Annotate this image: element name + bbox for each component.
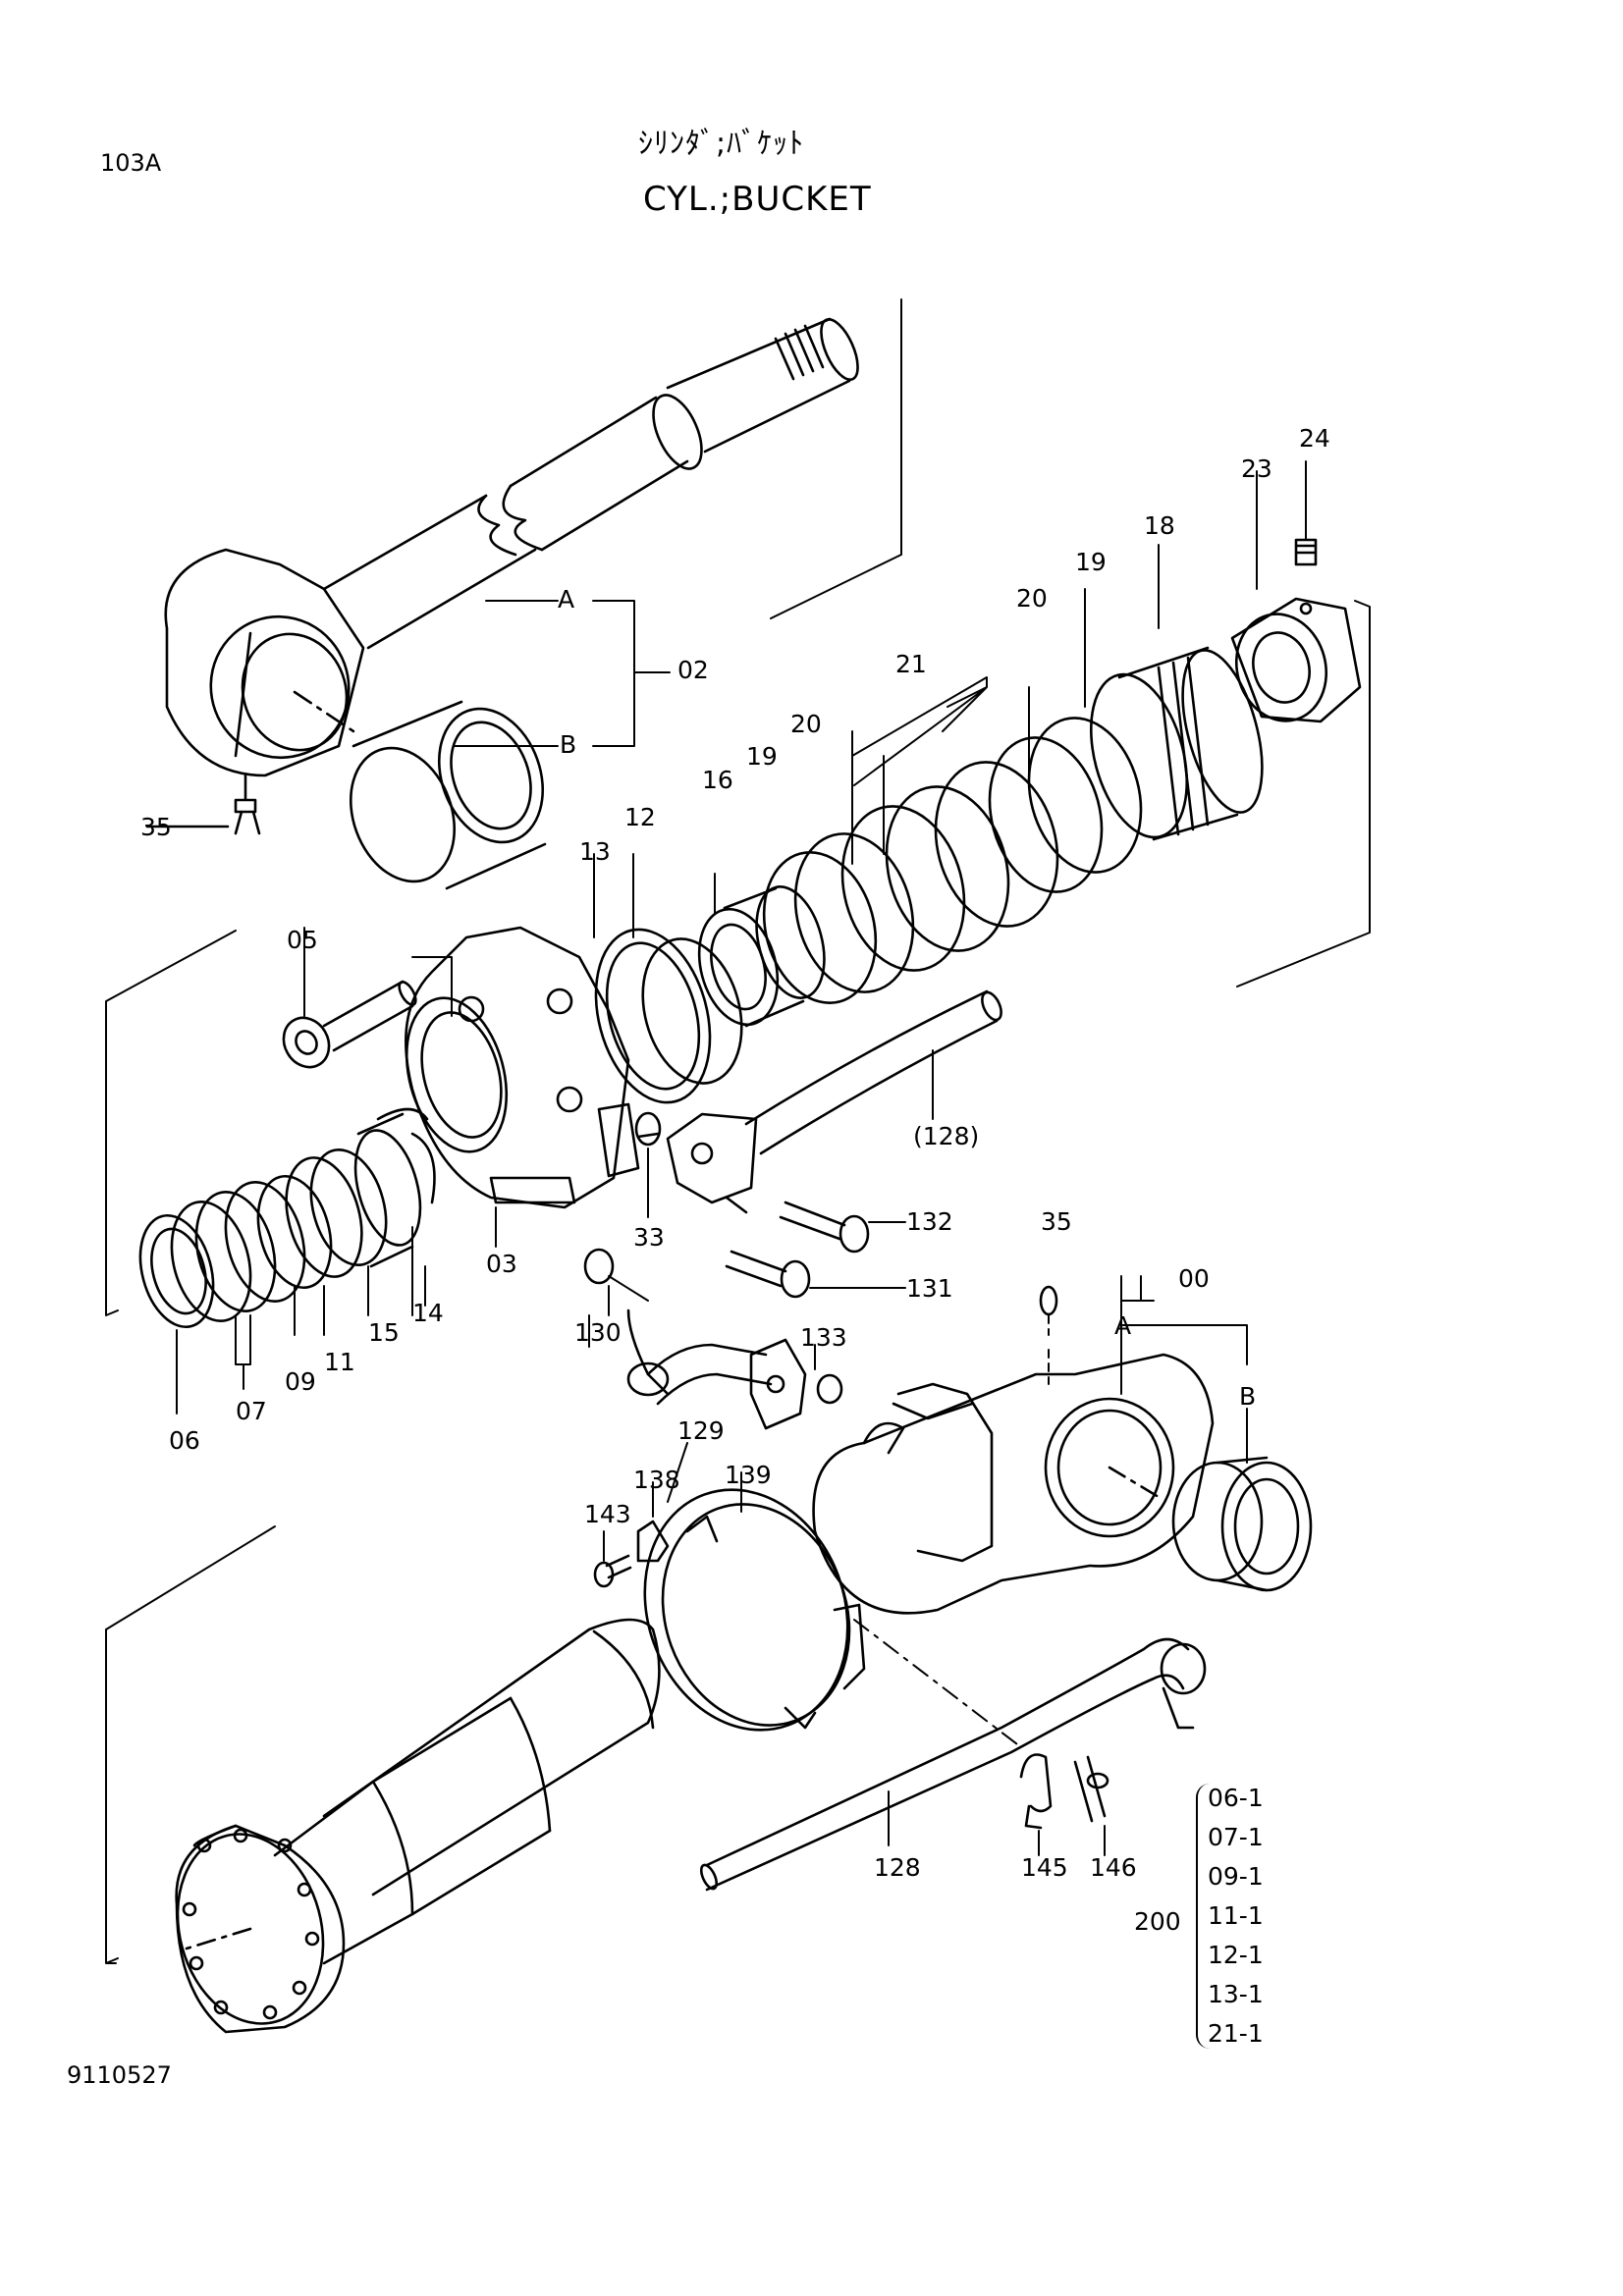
label-06: 06 xyxy=(169,1426,200,1455)
title-japanese: ｼﾘﾝﾀﾞ;ﾊﾞｹｯﾄ xyxy=(638,127,805,161)
label-23: 23 xyxy=(1241,454,1272,483)
hose-upper xyxy=(744,989,1002,1155)
hose-clamp-145 xyxy=(1019,1753,1109,1856)
label-20-left: 20 xyxy=(790,710,822,738)
page-code: 103A xyxy=(100,149,162,177)
seal-kit-item: 13-1 xyxy=(1208,1980,1264,2008)
piston-rod xyxy=(145,317,859,835)
seal-kit-item: 12-1 xyxy=(1208,1941,1264,1969)
seal-kit-list: 06-1 07-1 09-1 11-1 12-1 13-1 21-1 xyxy=(1196,1784,1264,2049)
bushing-16 xyxy=(697,873,826,1028)
piston-seal-rings xyxy=(762,588,1143,1004)
label-tube-a: A xyxy=(1114,1311,1132,1340)
label-33: 33 xyxy=(633,1223,665,1252)
label-rod-b: B xyxy=(560,730,577,759)
piston-18 xyxy=(1089,544,1264,841)
flange-block xyxy=(634,1111,758,1218)
cut-line-bottom xyxy=(105,1629,119,1964)
cut-line-left xyxy=(105,930,237,1316)
seal-kit-item: 21-1 xyxy=(1208,2019,1264,2048)
label-00: 00 xyxy=(1178,1264,1210,1293)
label-19-right: 19 xyxy=(1075,548,1107,576)
bolts-131-132 xyxy=(725,1201,906,1299)
label-13: 13 xyxy=(579,837,611,866)
cut-line-right xyxy=(1236,600,1371,988)
rod-cover xyxy=(405,926,660,1209)
seal-kit-item: 09-1 xyxy=(1208,1862,1264,1891)
tube-bushing xyxy=(1171,1408,1313,1592)
label-143: 143 xyxy=(584,1500,631,1528)
label-09: 09 xyxy=(285,1367,316,1396)
label-21: 21 xyxy=(895,650,927,678)
label-02: 02 xyxy=(677,656,709,684)
label-146: 146 xyxy=(1090,1853,1137,1882)
rod-seal-rings xyxy=(138,1107,436,1415)
seal-kit-label: 200 xyxy=(1134,1907,1181,1936)
label-139: 139 xyxy=(725,1461,772,1489)
label-128: 128 xyxy=(874,1853,921,1882)
label-14: 14 xyxy=(412,1299,444,1327)
seal-kit-item: 07-1 xyxy=(1208,1823,1264,1851)
cylinder-tube xyxy=(175,1618,661,2034)
bolt-143 xyxy=(593,1530,632,1588)
label-132: 132 xyxy=(906,1207,953,1236)
clamp-band xyxy=(636,1471,866,1732)
label-11: 11 xyxy=(324,1348,355,1376)
centerline xyxy=(853,1619,1022,1748)
label-12: 12 xyxy=(624,803,656,831)
rod-callout-bracket xyxy=(453,600,671,747)
label-138: 138 xyxy=(633,1466,680,1494)
socket-bolt xyxy=(282,927,417,1069)
label-133: 133 xyxy=(800,1323,847,1352)
label-128-paren: (128) xyxy=(913,1122,980,1150)
label-19-left: 19 xyxy=(746,742,778,771)
label-16: 16 xyxy=(702,766,733,794)
hose-lower xyxy=(699,1637,1207,1892)
label-tube-b: B xyxy=(1239,1382,1257,1411)
seal-kit-item: 11-1 xyxy=(1208,1901,1264,1930)
drawing-number: 9110527 xyxy=(67,2061,172,2089)
label-35-mid: 35 xyxy=(1041,1207,1072,1236)
label-rod-a: A xyxy=(558,585,575,614)
label-130: 130 xyxy=(574,1318,622,1347)
cylinder-tube-head xyxy=(812,1275,1248,1615)
seal-rings-12-13 xyxy=(593,853,743,1104)
label-20-right: 20 xyxy=(1016,584,1048,613)
label-18: 18 xyxy=(1144,511,1175,540)
cut-line xyxy=(770,298,902,619)
label-131: 131 xyxy=(906,1274,953,1303)
label-03: 03 xyxy=(486,1250,517,1278)
rod-bushing xyxy=(349,700,547,890)
label-24: 24 xyxy=(1299,424,1330,453)
label-07: 07 xyxy=(236,1397,267,1425)
label-129: 129 xyxy=(677,1416,725,1445)
tube-129 xyxy=(583,1248,843,1430)
piston-nut xyxy=(1230,460,1362,723)
title-english: CYL.;BUCKET xyxy=(643,180,872,219)
label-35-top: 35 xyxy=(140,813,172,841)
label-05: 05 xyxy=(287,926,318,954)
label-15: 15 xyxy=(368,1318,400,1347)
seal-kit-item: 06-1 xyxy=(1208,1784,1264,1812)
label-145: 145 xyxy=(1021,1853,1068,1882)
